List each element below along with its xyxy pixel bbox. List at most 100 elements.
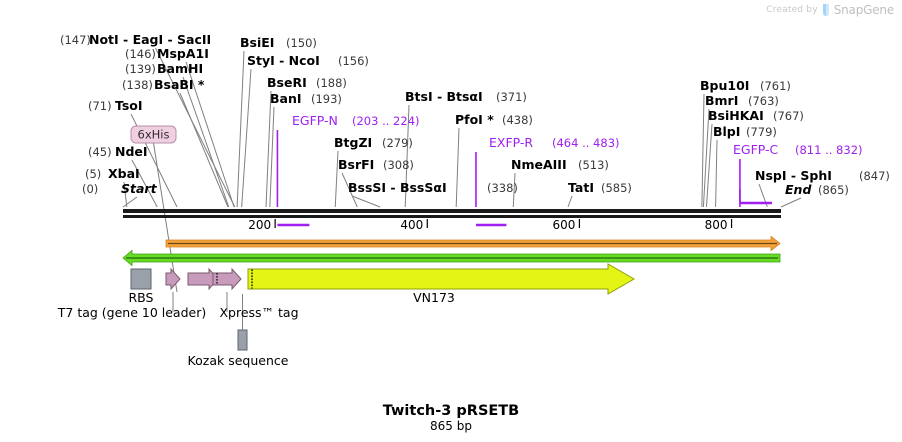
feature-range-marks-group <box>277 189 772 227</box>
enzyme-position-label: (767) <box>773 109 804 123</box>
label-leader-line <box>123 181 128 208</box>
label-leader-line <box>705 123 713 208</box>
label-leader-line <box>265 90 272 208</box>
enzyme-position-label: (438) <box>502 113 533 127</box>
enzyme-position-label: (308) <box>383 158 414 172</box>
xpress-tag-feature-arrow <box>212 267 242 291</box>
feature-name-label: EGFP-C <box>733 142 779 157</box>
label-leader-line <box>236 50 245 208</box>
label-leader-line <box>512 172 516 208</box>
enzyme-position-label: (5) <box>85 167 101 181</box>
label-leader-line <box>701 93 705 208</box>
enzyme-position-label: (279) <box>382 136 413 150</box>
his-tag-label-badge: 6xHis <box>130 125 177 144</box>
label-leader-line <box>780 197 802 208</box>
watermark-prefix: Created by <box>766 5 818 15</box>
label-leader-line <box>182 76 230 208</box>
cds-feature-arrow <box>247 263 636 295</box>
enzyme-name-label: BmrI <box>705 93 738 108</box>
map-title-group: Twitch-3 pRSETB 865 bp <box>383 403 520 433</box>
terminus-labels-group: Start(0)End(865) <box>82 181 849 197</box>
feature-range-label: (203 .. 224) <box>352 114 420 128</box>
ruler-tick-label: 200 <box>248 218 271 232</box>
enzyme-name-label: NdeI <box>115 144 148 159</box>
enzyme-name-label: MspA1I <box>157 46 209 61</box>
feature-labels-group: EGFP-N (203 .. 224) EXFP-R (464 .. 483) EGFP… <box>130 113 863 293</box>
cds-feature-label: VN173 <box>413 290 455 305</box>
promoter-arrow <box>165 235 781 252</box>
enzyme-name-label: BsrFI <box>338 157 374 172</box>
enzyme-name-label: BseRI <box>267 75 307 90</box>
enzyme-position-label: (188) <box>316 76 347 90</box>
enzyme-name-label: StyI - NcoI <box>247 53 320 68</box>
enzyme-position-label: (45) <box>88 145 112 159</box>
feature-range-label: (464 .. 483) <box>552 136 620 150</box>
terminator-arrow <box>122 249 781 267</box>
his-tag-label-text: 6xHis <box>138 128 170 142</box>
enzyme-name-label: NotI - EagI - SacII <box>89 32 211 47</box>
enzyme-name-label: BssSI - BssSαI <box>348 180 447 195</box>
enzyme-position-label: (193) <box>311 92 342 106</box>
enzyme-name-label: XbaI <box>108 166 140 181</box>
page-title: Twitch-3 pRSETB <box>383 403 520 419</box>
enzyme-name-label: NmeAIII <box>511 157 567 172</box>
t7-tag-feature-arrow <box>165 267 181 291</box>
track-feature-label: RBS <box>129 290 154 305</box>
enzyme-position-label: (138) <box>122 78 153 92</box>
enzyme-position-label: (146) <box>125 47 156 61</box>
enzyme-position-label: (585) <box>601 181 632 195</box>
enzyme-name-label: BsiHKAI <box>708 108 764 123</box>
snapgene-logo-icon <box>822 4 830 16</box>
enzyme-name-label: BtsI - BtsαI <box>405 89 483 104</box>
terminus-position-label: (865) <box>818 183 849 197</box>
label-leader-line <box>179 92 229 208</box>
ruler-tick-label: 400 <box>400 218 423 232</box>
enzyme-position-label: (147) <box>60 33 91 47</box>
enzyme-labels-group: NotI - EagI - SacII(147) MspA1I(146)BamHI… <box>60 32 890 195</box>
enzyme-position-label: (338) <box>487 181 518 195</box>
enzyme-position-label: (513) <box>578 158 609 172</box>
leader-lines-group <box>122 47 802 208</box>
label-leader-line <box>269 106 275 208</box>
label-leader-line <box>241 68 252 208</box>
rbs-feature-box <box>130 268 152 290</box>
enzyme-name-label: Bpu10I <box>700 78 749 93</box>
enzyme-position-label: (779) <box>746 125 777 139</box>
label-leader-line <box>404 104 410 208</box>
watermark-brand: SnapGene <box>833 3 894 17</box>
enzyme-position-label: (150) <box>286 36 317 50</box>
sequence-axis-group <box>123 209 781 218</box>
enzyme-name-label: NspI - SphI <box>755 168 832 183</box>
track-feature-label: Xpress™ tag <box>219 305 298 320</box>
terminus-position-label: (0) <box>82 182 98 196</box>
label-leader-line <box>567 195 573 208</box>
enzyme-name-label: BsiEI <box>240 35 274 50</box>
ruler-tick-label: 800 <box>705 218 728 232</box>
label-leader-line <box>455 127 460 208</box>
enzyme-position-label: (156) <box>338 54 369 68</box>
kozak-feature-label: Kozak sequence <box>188 353 289 368</box>
feature-name-label: EXFP-R <box>489 135 533 150</box>
sequence-axis-bottom-bar <box>123 215 781 218</box>
enzyme-name-label: BlpI <box>713 124 740 139</box>
enzyme-name-label: TatI <box>568 180 594 195</box>
enzyme-name-label: BamHI <box>157 61 203 76</box>
enzyme-position-label: (847) <box>859 169 890 183</box>
kozak-feature-box <box>237 329 248 351</box>
enzyme-position-label: (761) <box>760 79 791 93</box>
label-leader-line <box>155 47 236 208</box>
label-leader-line <box>341 172 358 208</box>
track-feature-label: T7 tag (gene 10 leader) <box>57 305 206 320</box>
feature-name-label: EGFP-N <box>292 113 338 128</box>
enzyme-name-label: BsaBI * <box>154 77 205 92</box>
enzyme-position-label: (763) <box>748 94 779 108</box>
label-leader-line <box>351 195 381 208</box>
enzyme-position-label: (139) <box>125 62 156 76</box>
sequence-length: 865 bp <box>430 419 472 433</box>
enzyme-name-label: BtgZI <box>334 135 372 150</box>
label-leader-line <box>334 150 339 208</box>
label-leader-line <box>122 196 138 208</box>
terminus-name-label: Start <box>121 181 158 196</box>
